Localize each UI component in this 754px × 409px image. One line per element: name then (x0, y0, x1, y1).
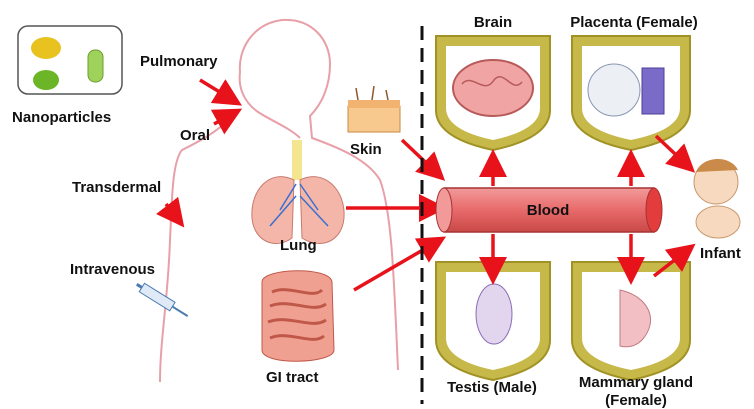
gi-tract-label: GI tract (266, 369, 319, 386)
gi-arrow (354, 240, 440, 290)
nanoparticles-box (18, 26, 122, 94)
brain-icon (453, 60, 533, 116)
yellow-nanoparticle-icon (31, 37, 61, 59)
transdermal-label: Transdermal (72, 179, 161, 196)
infant-label: Infant (700, 245, 741, 262)
infant-icon (694, 159, 740, 238)
placenta-to-infant-arrow (656, 136, 690, 168)
mammary-label-line2: (Female) (605, 392, 667, 409)
testis-shield (436, 262, 550, 380)
testis-label: Testis (Male) (447, 379, 537, 396)
oral-label: Oral (180, 127, 210, 144)
placenta-icon (588, 64, 640, 116)
mammary-shield (572, 262, 690, 380)
testis-icon (476, 284, 512, 344)
placenta-label: Placenta (Female) (570, 14, 698, 31)
pulmonary-label: Pulmonary (140, 53, 218, 70)
green-nanoparticle-icon (33, 70, 59, 90)
placenta-shield (572, 36, 690, 150)
gi-tract-icon (262, 271, 334, 362)
lung-label: Lung (280, 237, 317, 254)
intravenous-label: Intravenous (70, 261, 155, 278)
transdermal-arrow (166, 204, 180, 222)
rod-nanoparticle-icon (88, 50, 103, 82)
nanoparticles-label: Nanoparticles (12, 109, 111, 126)
skin-icon (348, 86, 400, 132)
brain-shield (436, 36, 550, 150)
lung-icon (252, 140, 344, 244)
mammary-label-line1: Mammary gland (579, 374, 693, 391)
blood-label: Blood (527, 202, 570, 219)
brain-label: Brain (474, 14, 512, 31)
syringe-icon (134, 280, 190, 320)
skin-label: Skin (350, 141, 382, 158)
pulmonary-arrow (200, 80, 236, 102)
